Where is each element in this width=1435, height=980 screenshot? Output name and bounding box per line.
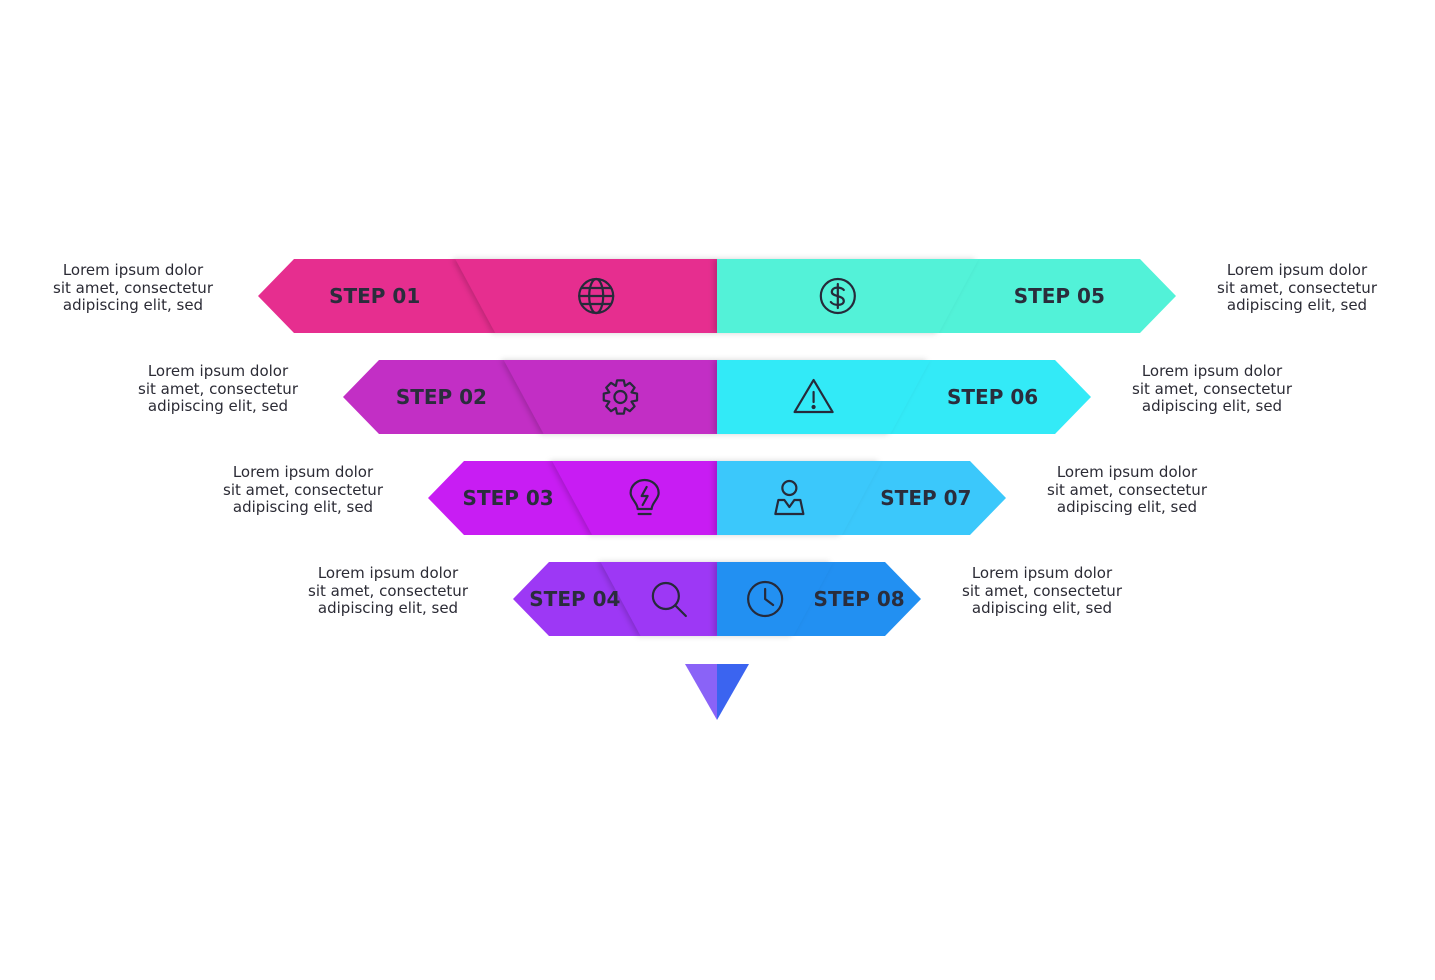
step-block-05: STEP 05 <box>717 259 1176 333</box>
step-block-08: STEP 08 <box>717 562 921 636</box>
step-description-line: adipiscing elit, sed <box>147 397 289 415</box>
step-description-line: sit amet, consectetur <box>308 581 468 600</box>
step-label: STEP 01 <box>329 284 420 308</box>
step-description-line: Lorem ipsum dolor <box>62 261 204 279</box>
gear-icon <box>602 379 639 415</box>
step-description-line: sit amet, consectetur <box>1132 379 1292 398</box>
step-block-02: STEP 02 <box>343 360 717 434</box>
step-label: STEP 03 <box>463 486 554 510</box>
step-label: STEP 06 <box>947 385 1038 409</box>
step-description-line: sit amet, consectetur <box>962 581 1122 600</box>
funnel-tip-left <box>685 664 717 720</box>
step-description-line: Lorem ipsum dolor <box>1056 463 1198 481</box>
step-description-line: Lorem ipsum dolor <box>232 463 374 481</box>
step-description-line: adipiscing elit, sed <box>317 599 459 617</box>
step-description-line: sit amet, consectetur <box>223 480 383 499</box>
warning-icon <box>793 378 834 414</box>
step-fold <box>600 562 717 636</box>
step-label: STEP 07 <box>880 486 971 510</box>
step-description-line: sit amet, consectetur <box>1047 480 1207 499</box>
clock-icon <box>747 580 784 618</box>
step-description-line: sit amet, consectetur <box>138 379 298 398</box>
lightbulb-icon <box>629 478 660 516</box>
step-description-line: adipiscing elit, sed <box>971 599 1113 617</box>
step-description-line: Lorem ipsum dolor <box>1141 362 1283 380</box>
search-icon <box>651 581 687 618</box>
step-fold <box>503 360 717 434</box>
step-fold <box>717 259 979 333</box>
step-block-03: STEP 03 <box>428 461 717 535</box>
step-block-06: STEP 06 <box>717 360 1091 434</box>
step-label: STEP 05 <box>1014 284 1105 308</box>
step-label: STEP 04 <box>529 587 620 611</box>
globe-icon <box>578 277 615 315</box>
step-description-line: sit amet, consectetur <box>1217 278 1377 297</box>
step-label: STEP 02 <box>396 385 487 409</box>
step-description-line: adipiscing elit, sed <box>1226 296 1368 314</box>
dollar-icon <box>819 277 856 315</box>
step-fold <box>552 461 717 535</box>
funnel-tip-right <box>717 664 749 720</box>
step-fold <box>717 461 882 535</box>
step-label: STEP 08 <box>814 587 905 611</box>
step-description-line: Lorem ipsum dolor <box>971 564 1113 582</box>
step-block-07: STEP 07 <box>717 461 1006 535</box>
step-description-line: adipiscing elit, sed <box>1141 397 1283 415</box>
step-description-line: sit amet, consectetur <box>53 278 213 297</box>
step-fold <box>717 562 834 636</box>
step-description-line: adipiscing elit, sed <box>232 498 374 516</box>
funnel-tip <box>685 664 749 720</box>
step-description-line: adipiscing elit, sed <box>62 296 204 314</box>
step-block-01: STEP 01 <box>258 259 717 333</box>
step-description-line: Lorem ipsum dolor <box>147 362 289 380</box>
step-description-line: Lorem ipsum dolor <box>317 564 459 582</box>
step-block-04: STEP 04 <box>513 562 717 636</box>
step-description-line: adipiscing elit, sed <box>1056 498 1198 516</box>
step-description-line: Lorem ipsum dolor <box>1226 261 1368 279</box>
user-icon <box>774 479 805 516</box>
